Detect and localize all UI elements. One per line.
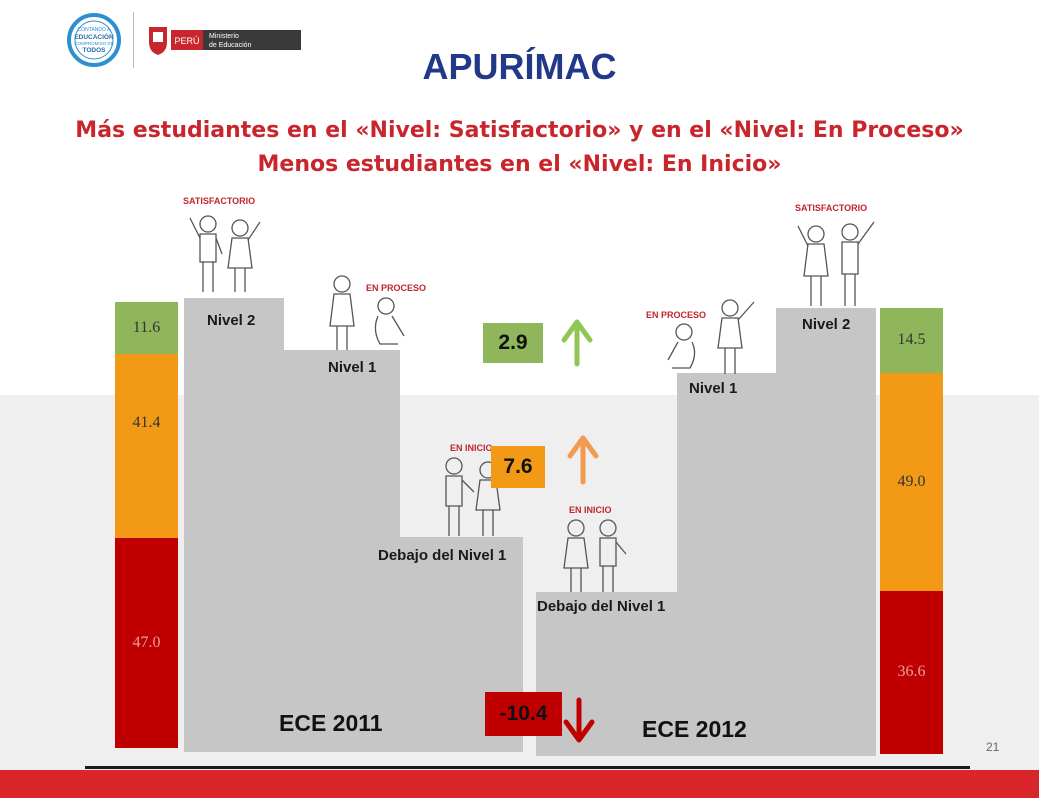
- logo-ministry-1: Ministerio: [209, 33, 239, 40]
- bar-segment-2011-nivel2: 11.6: [115, 302, 178, 354]
- category-label-2011: ECE 2011: [279, 710, 383, 736]
- step-2012-nivel1: [677, 373, 777, 756]
- ministry-logo: PERÚ Ministerio de Educación: [149, 27, 301, 55]
- tag-2011-en-proceso: EN PROCESO: [366, 283, 427, 293]
- bar-segment-2012-debajo: 36.6: [880, 590, 943, 754]
- tag-2011-satisfactorio: SATISFACTORIO: [183, 196, 256, 206]
- page-title: APURÍMAC: [422, 46, 617, 87]
- category-label-2012: ECE 2012: [642, 716, 747, 742]
- bar-segment-2011-nivel1: 41.4: [115, 353, 178, 539]
- students-satisfactorio-2012-illustration: [797, 221, 875, 306]
- header-divider: [133, 12, 134, 68]
- label-2011-nivel1: Nivel 1: [328, 359, 377, 376]
- logo-text-1: CONTANDO A: [78, 27, 111, 33]
- arrow-down-icon: [563, 697, 595, 743]
- stacked-bar-2012: 14.5 49.0 36.6: [880, 308, 943, 754]
- change-box-en-proceso: 7.6: [491, 446, 545, 488]
- bar-segment-2012-nivel2: 14.5: [880, 308, 943, 373]
- shield-icon: [149, 27, 167, 55]
- logo-text-2: EDUCACIÓN: [74, 32, 114, 41]
- step-2012-nivel2: [776, 308, 876, 756]
- value-label-2012-nivel2: 14.5: [897, 331, 926, 349]
- value-label-2012-nivel1: 49.0: [897, 472, 926, 490]
- label-2011-nivel2: Nivel 2: [207, 312, 256, 329]
- students-en-proceso-2012-illustration: [667, 299, 755, 374]
- change-label-satisfactorio: 2.9: [498, 331, 528, 354]
- tag-2011-en-inicio: EN INICIO: [450, 443, 493, 453]
- label-2012-nivel1: Nivel 1: [689, 380, 738, 397]
- page-number: 21: [986, 740, 1000, 754]
- change-box-satisfactorio: 2.9: [483, 323, 543, 363]
- value-label-2011-nivel1: 41.4: [132, 413, 161, 431]
- students-en-inicio-2012-illustration: [563, 519, 627, 592]
- footer-bar: [0, 770, 1039, 798]
- label-2012-nivel2: Nivel 2: [802, 316, 851, 333]
- value-label-2012-debajo: 36.6: [897, 663, 926, 681]
- change-box-en-inicio: -10.4: [485, 692, 562, 736]
- step-2011-nivel2: [184, 298, 284, 752]
- tag-2012-satisfactorio: SATISFACTORIO: [795, 203, 868, 213]
- value-label-2011-nivel2: 11.6: [132, 318, 161, 336]
- students-satisfactorio-2011-illustration: [189, 215, 261, 292]
- education-logo-icon: CONTANDO A EDUCACIÓN COMPROMISO DE TODOS: [67, 13, 121, 67]
- change-label-en-inicio: -10.4: [499, 702, 548, 725]
- tag-2012-en-inicio: EN INICIO: [569, 505, 612, 515]
- label-2012-debajo: Debajo del Nivel 1: [537, 598, 666, 615]
- bar-segment-2012-nivel1: 49.0: [880, 372, 943, 591]
- arrow-up-icon: [561, 319, 593, 367]
- step-2011-nivel1: [283, 350, 400, 752]
- value-label-2011-debajo: 47.0: [132, 634, 161, 652]
- logo-text-3: COMPROMISO DE: [74, 41, 113, 46]
- subtitle-line-1: Más estudiantes en el «Nivel: Satisfacto…: [75, 118, 964, 143]
- baseline: [85, 766, 970, 769]
- logo-country: PERÚ: [174, 36, 199, 46]
- bar-segment-2011-debajo: 47.0: [115, 538, 178, 748]
- subtitle-line-2: Menos estudiantes en el «Nivel: En Inici…: [257, 152, 782, 177]
- tag-2012-en-proceso: EN PROCESO: [646, 310, 707, 320]
- label-2011-debajo: Debajo del Nivel 1: [378, 547, 507, 564]
- logo-text-4: TODOS: [83, 47, 107, 54]
- students-en-proceso-2011-illustration: [329, 275, 405, 350]
- logo-ministry-2: de Educación: [209, 42, 252, 49]
- arrow-up-icon: [567, 435, 599, 485]
- change-label-en-proceso: 7.6: [503, 455, 533, 478]
- students-en-inicio-2011-illustration: [445, 457, 501, 536]
- stacked-bar-2011: 11.6 41.4 47.0: [115, 302, 178, 748]
